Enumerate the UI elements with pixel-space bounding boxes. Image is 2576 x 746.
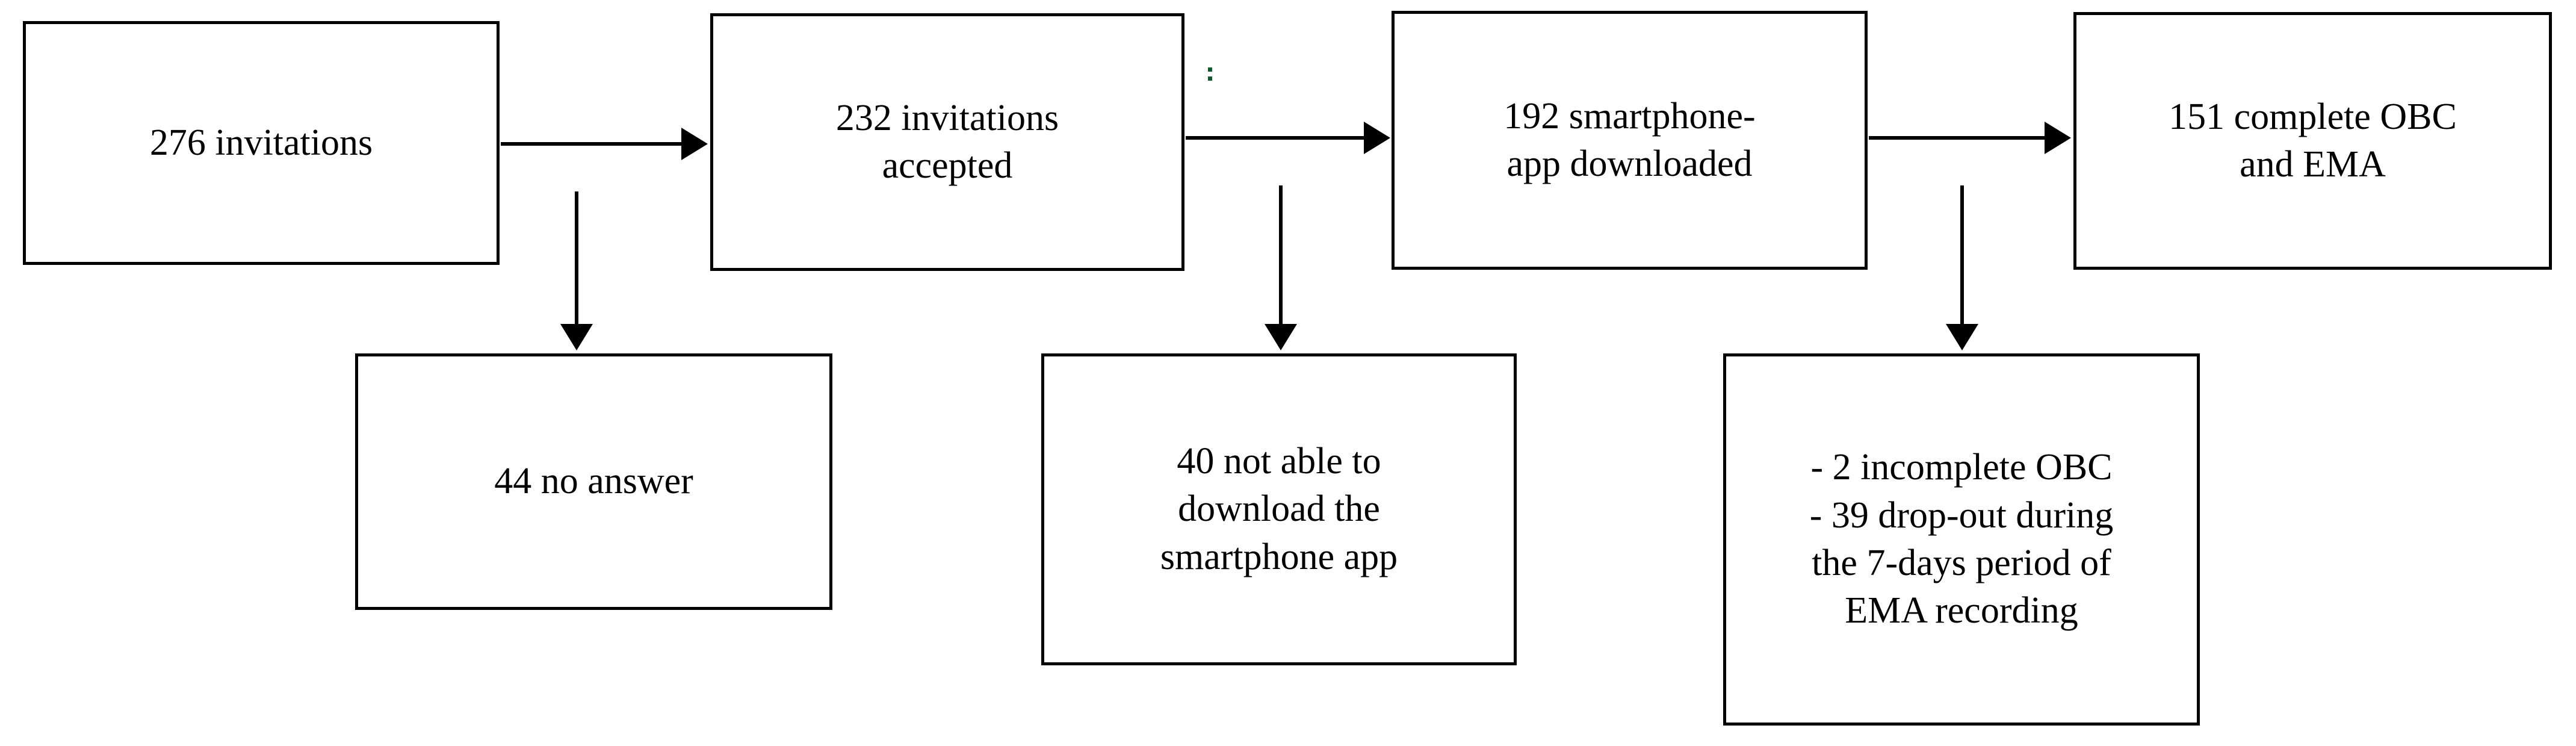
edge-downloaded-to-complete-line xyxy=(1869,136,2047,140)
scan-artifact-dot xyxy=(1208,67,1212,72)
node-invitations-accepted-label: 232 invitations accepted xyxy=(835,97,1059,186)
arrow-right-icon-downloaded-to-complete xyxy=(2045,122,2071,154)
arrow-right-icon-accepted-to-downloaded xyxy=(1364,122,1390,154)
node-invitations: 276 invitations xyxy=(23,21,500,265)
arrow-down-icon-downloaded-to-dropout xyxy=(1946,324,1978,350)
node-smartphone-app-downloaded: 192 smartphone- app downloaded xyxy=(1392,11,1868,270)
edge-invitations-to-no-answer-line xyxy=(575,191,578,325)
arrow-down-icon-invitations-to-no-answer xyxy=(560,324,593,350)
edge-accepted-to-not-able-line xyxy=(1279,185,1283,325)
node-complete-obc-and-ema-label: 151 complete OBC and EMA xyxy=(2169,96,2457,185)
node-incomplete-and-dropout: - 2 incomplete OBC - 39 drop-out during … xyxy=(1723,353,2200,726)
node-invitations-label: 276 invitations xyxy=(149,122,373,163)
node-no-answer-label: 44 no answer xyxy=(494,461,693,502)
arrow-right-icon-invitations-to-accepted xyxy=(681,128,708,160)
node-incomplete-and-dropout-label: - 2 incomplete OBC - 39 drop-out during … xyxy=(1809,447,2114,632)
arrow-down-icon-accepted-to-not-able xyxy=(1265,324,1297,350)
edge-accepted-to-downloaded-line xyxy=(1186,136,1367,140)
node-smartphone-app-downloaded-label: 192 smartphone- app downloaded xyxy=(1503,95,1756,184)
edge-downloaded-to-dropout-line xyxy=(1960,185,1964,325)
node-complete-obc-and-ema: 151 complete OBC and EMA xyxy=(2073,12,2552,270)
node-invitations-accepted: 232 invitations accepted xyxy=(710,13,1184,271)
node-not-able-to-download: 40 not able to download the smartphone a… xyxy=(1041,353,1517,665)
scan-artifact-dot xyxy=(1208,76,1212,81)
node-no-answer: 44 no answer xyxy=(355,353,832,610)
node-not-able-to-download-label: 40 not able to download the smartphone a… xyxy=(1160,440,1398,577)
edge-invitations-to-accepted-line xyxy=(501,142,686,146)
